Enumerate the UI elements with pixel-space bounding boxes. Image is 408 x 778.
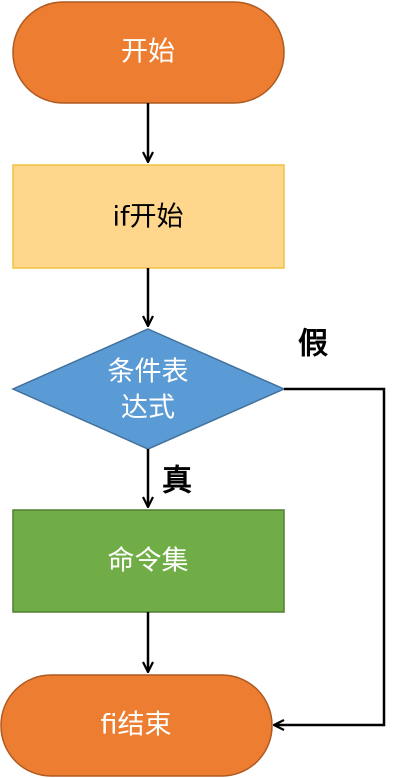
if-start-node [12, 164, 285, 269]
false-branch-label: 假 [298, 327, 328, 362]
true-branch-label: 真 [162, 464, 192, 499]
end-node-label: fi结束 [100, 710, 171, 741]
edge-condition-false-to-end [274, 387, 386, 725]
condition-node-label-line1: 条件表 [108, 357, 189, 388]
condition-node [11, 328, 286, 450]
commands-node [12, 509, 285, 613]
if-start-node-label: if开始 [112, 202, 183, 233]
end-node [0, 674, 273, 777]
commands-node-label: 命令集 [108, 546, 189, 577]
start-node-label: 开始 [121, 37, 175, 68]
condition-node-label-line2: 达式 [121, 393, 175, 424]
